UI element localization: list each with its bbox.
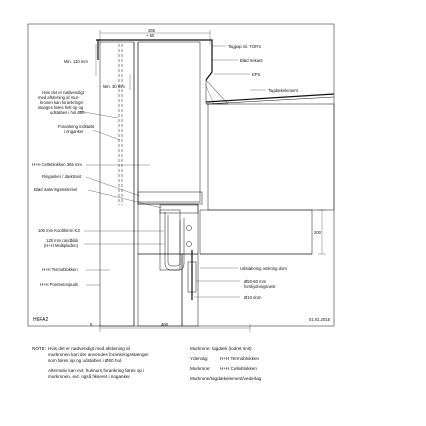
label-left-13: H+H Termoblokken [42, 267, 78, 272]
label-left-1: med afstivning af mur- [38, 95, 80, 100]
edge-block [159, 209, 181, 271]
label-right-5: Ø50-60 mm [244, 279, 267, 284]
dimension-right: 200 [314, 209, 326, 255]
label-right-4: Udstøbning omkring dorn [240, 266, 288, 271]
eps-wedge [205, 79, 229, 105]
left-labels: Hvis det er nødvendigt med afstivning af… [32, 90, 164, 287]
label-left-0: Hvis det er nødvendigt [42, 90, 85, 95]
drawing-date: 01.01.2015 [309, 317, 331, 322]
legend-3: Murkrone/tagdækelement/vederlag [190, 376, 262, 381]
note-1-line-2: murkronen kan der anvendes forankringsst… [48, 352, 149, 357]
label-right-0: Tagpap inl. TOR's [228, 44, 261, 49]
note-2-line-2: murkronen, evt. også fikseret i ringanke… [48, 374, 131, 379]
label-left-8: Ringanker / dæktrant [42, 174, 82, 179]
label-right-3: Tagdækelement [268, 88, 299, 93]
legend-title: Murkrone, tagdæk (lodret snit) [190, 346, 252, 351]
label-left-14: H+H Porebetonpuds [40, 282, 78, 287]
label-left-11: 125 mm randblok [46, 238, 79, 243]
min-dimensions: Min. 110 mm Min. 30 mm [64, 44, 131, 90]
label-left-7: H+H Celleblokken 365 mm [32, 162, 82, 167]
legend-1-key: Yderväg: [190, 356, 209, 361]
legend-2-val: H+H Celleblokken [220, 366, 257, 371]
dim-top-60: + 60 [146, 33, 155, 38]
min-110-label: Min. 110 mm [64, 59, 88, 64]
min-30-label: Min. 30 mm [103, 84, 125, 89]
roof-deck-element [207, 103, 335, 211]
label-left-2: kronen kan forankrings- [40, 100, 85, 105]
label-left-4: udstøbes i hul ø90. [50, 110, 86, 115]
label-left-5: Forankring indstøbt [58, 124, 95, 129]
label-right-2: EPS [252, 72, 261, 77]
note-1-line-1: Hvis det er nødvendigt med afstivning af [48, 346, 130, 351]
label-left-9: Blød isoleringsstrimmel [34, 187, 77, 192]
dim-bottom-460: 460 [161, 322, 169, 327]
insulation-strip [159, 204, 199, 214]
drawing-code: H6FA2 [33, 317, 49, 323]
roofing-membrane [205, 93, 335, 103]
label-left-3: stangen føres helt op og [38, 105, 84, 110]
dim-bottom-5: 5 [90, 322, 93, 327]
dim-top-365: 365 [148, 28, 156, 33]
label-right-1: Blød trekant [240, 58, 263, 63]
note-1-line-3: som føres op og udstøbes i Ø60 hul. [48, 358, 123, 363]
label-left-6: i ringanker [64, 129, 84, 134]
note-2-line-1: Alternativ kan evt. hulmurs forankring f… [48, 368, 145, 373]
right-labels: Tagpap inl. TOR's Blød trekant EPS Tagdæ… [194, 44, 299, 300]
label-right-6: forskydningsnest [244, 284, 276, 289]
dimension-top: 365 + 60 [99, 28, 211, 45]
legend-1-val: H+H Termoblokken [220, 356, 260, 361]
legend-2-key: Murkrone: [190, 366, 211, 371]
label-left-10: 100 mm Kooltherm K3 [38, 228, 80, 233]
dimension-bottom: 460 5 [90, 322, 251, 332]
hairpin-reinforcement [167, 215, 181, 267]
note-label: NOTE: [32, 346, 47, 351]
dim-right-200: 200 [314, 230, 322, 235]
crown-flashing [97, 39, 213, 81]
crown-celleblok [137, 41, 201, 203]
support-wall-grid [199, 209, 313, 255]
label-left-12: (H+H Multipladen) [44, 243, 78, 248]
label-right-7: Ø10 dorn [244, 295, 262, 300]
